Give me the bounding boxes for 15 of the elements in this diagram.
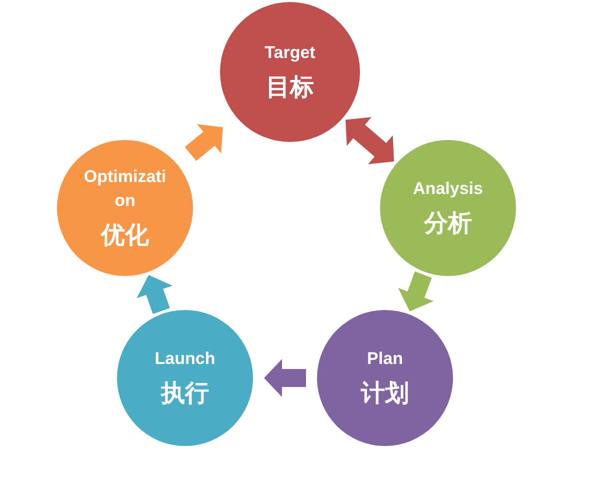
block-arrow xyxy=(264,359,306,397)
block-arrow xyxy=(184,124,223,161)
step-label-chinese: 目标 xyxy=(266,72,314,103)
step-label-chinese: 分析 xyxy=(424,208,472,239)
block-arrow xyxy=(398,271,434,312)
step-label: Plan xyxy=(366,348,404,370)
block-arrow xyxy=(136,275,172,314)
step-label: Optimization xyxy=(83,166,167,212)
step-label-chinese: 执行 xyxy=(161,378,209,409)
step-label: Target xyxy=(264,42,316,64)
step-label: Analysis xyxy=(412,178,484,200)
step-label-chinese: 计划 xyxy=(361,378,409,409)
block-arrow xyxy=(346,117,394,164)
step-label: Launch xyxy=(154,348,216,370)
step-label-chinese: 优化 xyxy=(101,220,149,251)
